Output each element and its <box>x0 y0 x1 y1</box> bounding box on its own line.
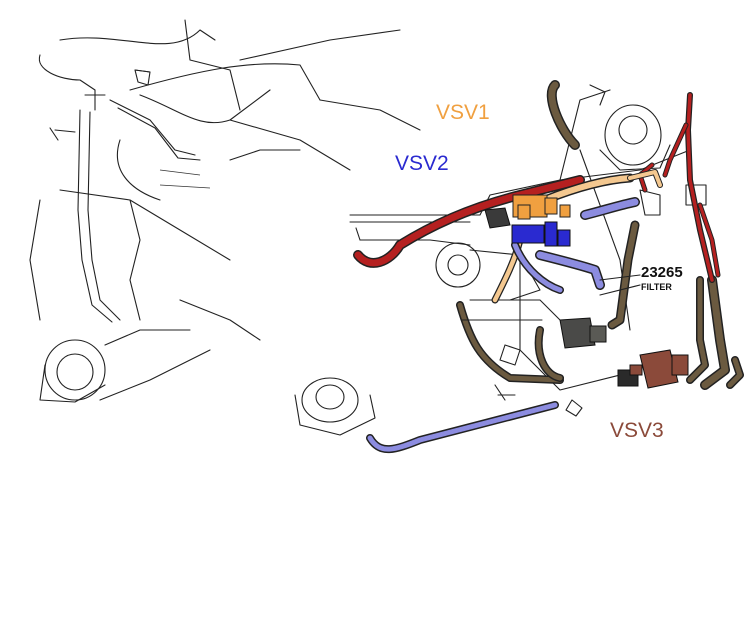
vsv3-label: VSV3 <box>610 419 664 442</box>
filter-part-number: 23265 <box>641 264 683 281</box>
blue-hoses <box>366 197 640 454</box>
vsv1-valve <box>484 194 571 229</box>
vsv1-label: VSV1 <box>436 101 490 124</box>
vsv3-valve <box>617 349 689 389</box>
engine-line-art <box>29 19 421 403</box>
right-line-art <box>134 69 707 436</box>
grey-valve <box>559 317 607 349</box>
leader-lines <box>461 274 641 321</box>
filter-label: FILTER <box>641 282 672 292</box>
vsv2-valve <box>511 221 571 247</box>
vsv2-label: VSV2 <box>395 152 449 175</box>
brown-hoses <box>456 80 744 390</box>
